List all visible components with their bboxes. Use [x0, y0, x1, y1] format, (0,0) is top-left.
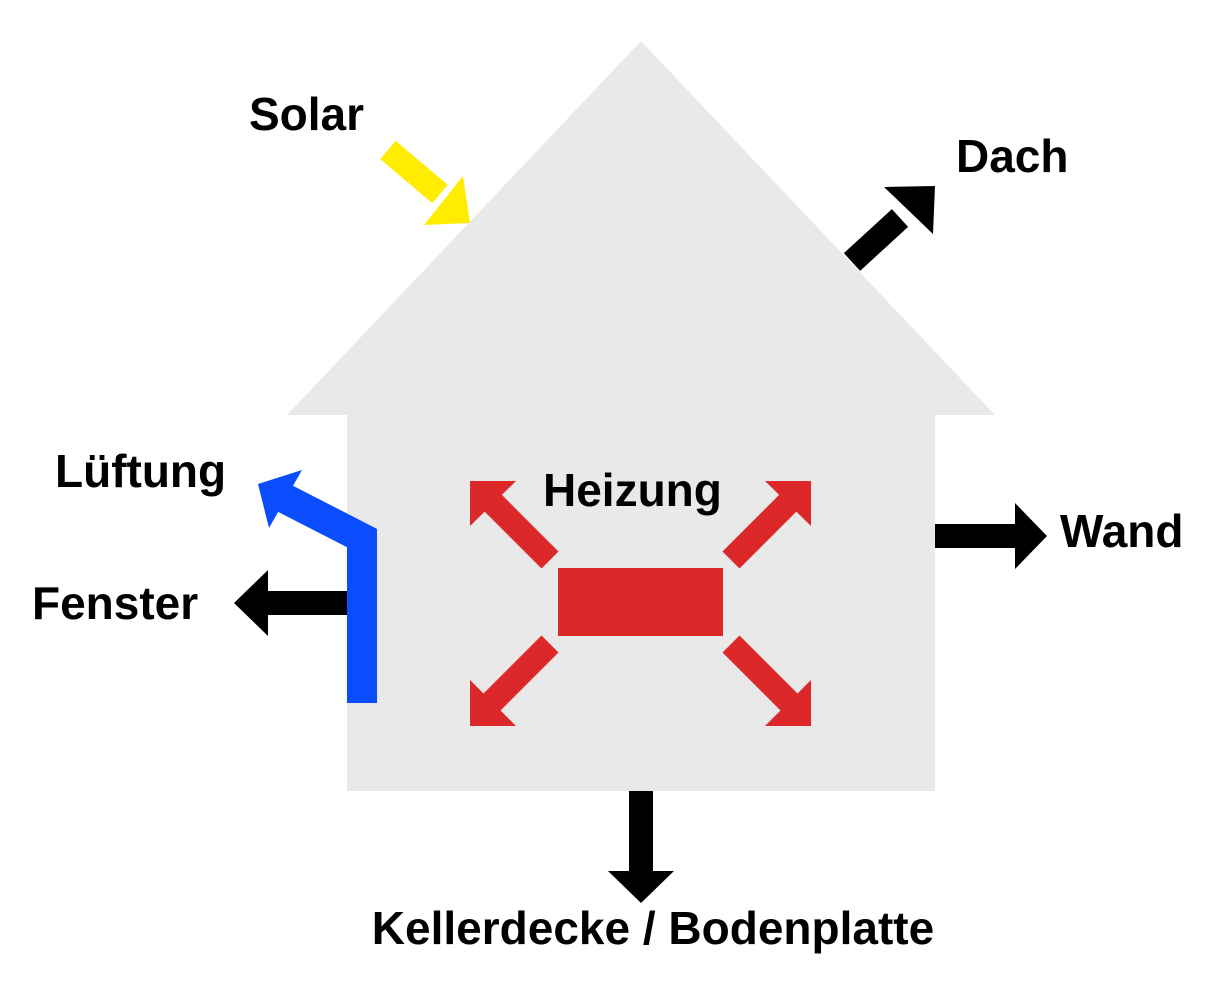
solar-arrow-icon	[380, 140, 470, 225]
window-label: Fenster	[32, 577, 198, 629]
solar-label: Solar	[249, 88, 364, 140]
radiator	[558, 568, 723, 636]
heating-label: Heizung	[543, 464, 722, 516]
wall-loss-arrow-icon	[935, 503, 1047, 569]
floor-label: Kellerdecke / Bodenplatte	[372, 902, 934, 954]
floor-loss-arrow-icon	[608, 791, 674, 903]
house-roof	[287, 41, 995, 415]
heater-icon	[470, 481, 811, 726]
window-loss-arrow-icon	[234, 570, 348, 636]
ventilation-label: Lüftung	[55, 445, 226, 497]
roof-label: Dach	[956, 130, 1068, 182]
roof-loss-arrow-icon	[843, 186, 935, 271]
wall-label: Wand	[1060, 505, 1184, 557]
ventilation-arrow-icon	[258, 470, 377, 703]
